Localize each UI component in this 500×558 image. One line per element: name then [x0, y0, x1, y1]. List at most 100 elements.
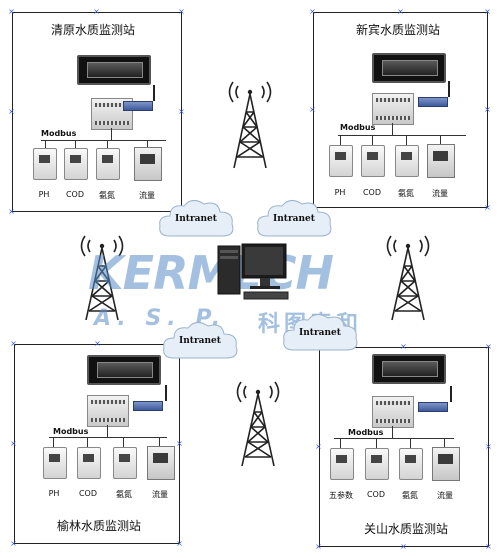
modbus-line — [338, 135, 466, 136]
modem — [123, 101, 153, 111]
device-label: 五参数 — [329, 491, 353, 500]
antenna-icon — [448, 81, 450, 97]
ammonia-sensor — [395, 145, 419, 177]
intranet-label: Intranet — [273, 214, 315, 224]
flow-meter — [134, 147, 162, 181]
selection-handle[interactable]: × — [93, 7, 100, 16]
radio-tower-icon — [236, 381, 280, 467]
intranet-cloud: Intranet — [280, 310, 360, 360]
intranet-label: Intranet — [299, 328, 341, 338]
intranet-cloud: Intranet — [156, 196, 236, 246]
plc-controller — [372, 93, 414, 125]
cod-sensor — [365, 448, 389, 480]
antenna-icon — [450, 386, 452, 402]
station-title: 关山水质监测站 — [364, 522, 449, 536]
bus-label: Modbus — [340, 123, 376, 132]
hmi-screen — [372, 53, 446, 83]
device-label: 流量 — [152, 490, 168, 499]
selection-handle[interactable]: × — [400, 342, 407, 351]
ph-sensor — [33, 148, 57, 180]
selection-handle[interactable]: × — [315, 442, 322, 451]
device-label: PH — [48, 489, 60, 498]
station-title: 清原水质监测站 — [51, 23, 136, 37]
modem — [418, 97, 448, 107]
cod-sensor — [77, 447, 101, 479]
radio-tower-icon — [386, 235, 430, 321]
selection-handle[interactable]: × — [315, 542, 322, 551]
intranet-label: Intranet — [175, 214, 217, 224]
selection-handle[interactable]: × — [10, 539, 17, 548]
device-label: COD — [78, 489, 98, 498]
radio-tower-icon — [80, 235, 124, 321]
antenna-icon — [153, 85, 155, 101]
hmi-screen — [77, 55, 151, 85]
device-label: 氨氮 — [402, 491, 418, 500]
selection-handle[interactable]: × — [178, 107, 185, 116]
ph-sensor — [329, 145, 353, 177]
selection-handle[interactable]: × — [397, 7, 404, 16]
selection-handle[interactable]: × — [176, 539, 183, 548]
station-title: 新宾水质监测站 — [356, 23, 441, 37]
plc-controller — [87, 395, 129, 427]
device-label: 流量 — [437, 491, 453, 500]
selection-handle[interactable]: × — [485, 542, 492, 551]
selection-handle[interactable]: × — [484, 203, 491, 212]
cod-sensor — [64, 148, 88, 180]
modem — [418, 402, 448, 412]
plc-controller — [372, 396, 414, 428]
selection-handle[interactable]: × — [485, 342, 492, 351]
device-label: COD — [362, 188, 382, 197]
multiparameter-sensor — [330, 448, 354, 480]
flow-meter — [427, 144, 455, 178]
intranet-cloud: Intranet — [254, 196, 334, 246]
device-label: 氨氮 — [116, 490, 132, 499]
station-title: 榆林水质监测站 — [57, 519, 142, 533]
selection-handle[interactable]: × — [485, 442, 492, 451]
selection-handle[interactable]: × — [10, 339, 17, 348]
modbus-line — [334, 438, 454, 439]
selection-handle[interactable]: × — [94, 339, 101, 348]
selection-handle[interactable]: × — [309, 105, 316, 114]
selection-handle[interactable]: × — [8, 107, 15, 116]
ammonia-sensor — [113, 447, 137, 479]
brand-watermark: KERMECH — [88, 246, 334, 300]
selection-handle[interactable]: × — [484, 7, 491, 16]
selection-handle[interactable]: × — [10, 439, 17, 448]
antenna-icon — [165, 385, 167, 401]
device-label: PH — [334, 188, 346, 197]
device-label: 流量 — [432, 189, 448, 198]
flow-meter — [147, 446, 175, 480]
selection-handle[interactable]: × — [309, 7, 316, 16]
ammonia-sensor — [96, 148, 120, 180]
station-yulin: Modbus PH COD 氨氮 流量 榆林水质监测站 — [14, 344, 180, 544]
selection-handle[interactable]: × — [400, 542, 407, 551]
selection-handle[interactable]: × — [8, 7, 15, 16]
device-label: 流量 — [139, 191, 155, 200]
bus-label: Modbus — [41, 129, 77, 138]
selection-handle[interactable]: × — [178, 7, 185, 16]
hmi-screen — [372, 354, 446, 384]
station-qingyuan: 清原水质监测站 Modbus PH COD 氨氮 流量 — [12, 12, 182, 212]
flow-meter — [432, 447, 460, 481]
device-label: 氨氮 — [99, 191, 115, 200]
bus-label: Modbus — [53, 427, 89, 436]
selection-handle[interactable]: × — [176, 439, 183, 448]
station-guanshan: Modbus 五参数 COD 氨氮 流量 关山水质监测站 — [319, 347, 489, 547]
station-xinbin: 新宾水质监测站 Modbus PH COD 氨氮 流量 — [313, 12, 488, 208]
intranet-label: Intranet — [179, 336, 221, 346]
intranet-cloud: Intranet — [160, 318, 240, 368]
bus-label: Modbus — [348, 428, 384, 437]
selection-handle[interactable]: × — [8, 207, 15, 216]
device-label: 氨氮 — [398, 189, 414, 198]
modbus-line — [41, 140, 166, 141]
ph-sensor — [43, 447, 67, 479]
cod-sensor — [361, 145, 385, 177]
server-computer-icon — [217, 243, 289, 300]
hmi-screen — [87, 355, 161, 385]
radio-tower-icon — [228, 81, 272, 169]
device-label: COD — [65, 190, 85, 199]
ammonia-sensor — [399, 448, 423, 480]
selection-handle[interactable]: × — [484, 105, 491, 114]
device-label: PH — [38, 190, 50, 199]
modem — [133, 401, 163, 411]
